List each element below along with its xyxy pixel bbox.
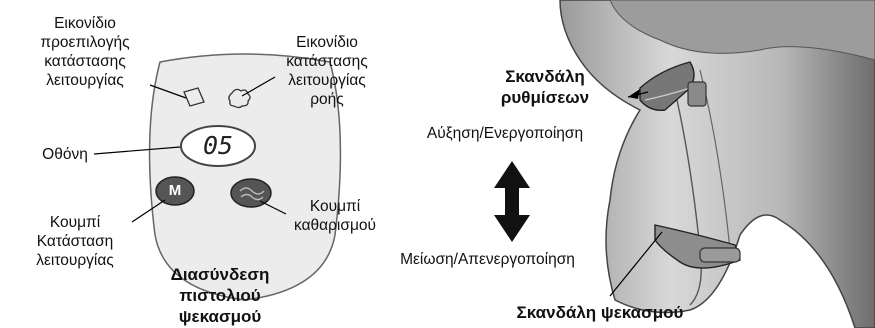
preset-mode-icon [183, 87, 205, 107]
mode-button-label[interactable]: M [168, 182, 182, 199]
decrease-label: Μείωση/Απενεργοποίηση [400, 251, 575, 268]
mode-button [155, 176, 195, 206]
double-arrow-icon [494, 161, 530, 242]
flow-mode-icon-label: Εικονίδιο κατάστασης λειτουργίας ροής [286, 34, 368, 108]
display-label: Οθόνη [42, 146, 88, 163]
clean-button-icon [239, 187, 265, 201]
preset-mode-icon-label: Εικονίδιο προεπιλογής κατάστασης λειτουρ… [40, 15, 130, 89]
spray-trigger [654, 224, 741, 269]
spray-gun [559, 0, 875, 328]
control-panel [148, 53, 342, 301]
mode-button-label-text: Κουμπί Κατάσταση λειτουργίας [36, 214, 114, 269]
increase-label: Αύξηση/Ενεργοποίηση [426, 125, 584, 142]
display-value: 05 [202, 131, 234, 160]
adjustment-trigger [639, 61, 707, 111]
spray-trigger-label: Σκανδάλη ψεκασμού [516, 303, 684, 322]
adjust-trigger-label: Σκανδάλη ρυθμίσεων [500, 67, 590, 107]
flow-mode-icon [228, 88, 251, 109]
clean-button [230, 178, 272, 208]
gun-interface-title: Διασύνδεση πιστολιού ψεκασμού [170, 265, 270, 326]
clean-button-label: Κουμπί καθαρισμού [294, 198, 376, 234]
adjust-trigger-pointer [627, 89, 649, 99]
display-screen [180, 125, 256, 167]
